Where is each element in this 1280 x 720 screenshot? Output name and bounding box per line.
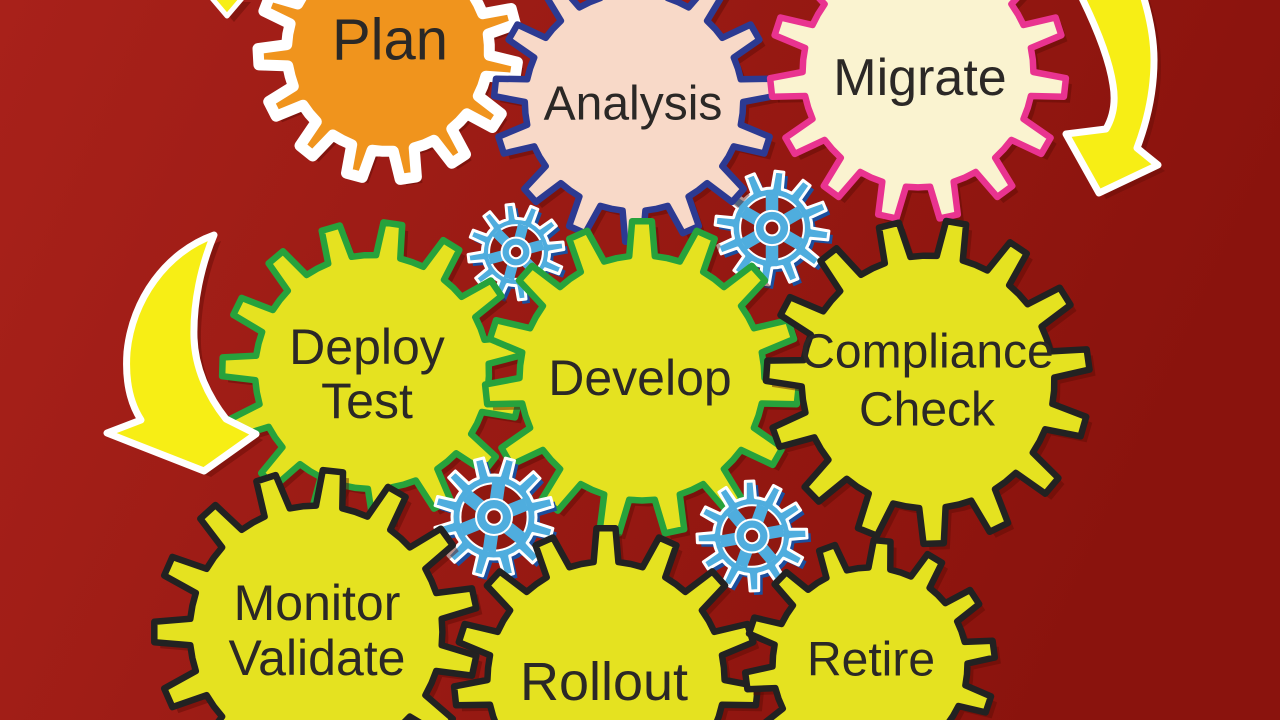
arrow-body [210, 0, 244, 19]
gear-label-analysis: Analysis [544, 78, 723, 131]
gear-label-compliance-check: Check [859, 384, 996, 437]
gear-label-monitor-validate: Validate [229, 630, 406, 686]
small-gear-hole [763, 219, 781, 237]
idler-gear-3 [433, 456, 558, 581]
gear-label-migrate: Migrate [833, 49, 1006, 107]
arrow-body [103, 231, 260, 475]
gear-label-retire: Retire [807, 634, 935, 687]
idler-gear-4 [695, 479, 811, 595]
arrow-body [1062, 0, 1162, 197]
gear-plan: Plan [252, 0, 524, 186]
gear-label-rollout: Rollout [520, 652, 688, 712]
right-curved-arrow [1062, 0, 1165, 199]
gear-body [151, 466, 480, 720]
gear-retire: Retire [741, 536, 1001, 720]
gear-body [218, 219, 525, 526]
gear-rollout: Rollout [450, 525, 764, 720]
gear-body [766, 0, 1070, 222]
gear-label-compliance-check: Compliance [800, 326, 1053, 379]
gear-body [481, 218, 803, 537]
small-gear-hole [508, 244, 524, 260]
gear-analysis: Analysis [490, 0, 780, 248]
gear-label-deploy-test: Test [321, 373, 413, 429]
top-arrow-tip [210, 0, 251, 22]
gear-label-develop: Develop [548, 350, 731, 406]
gear-body [762, 217, 1093, 548]
gear-develop: Develop [481, 218, 805, 540]
small-gears-back-layer [466, 169, 833, 304]
gear-body [450, 525, 762, 720]
gear-label-plan: Plan [332, 8, 448, 73]
small-gear-hole [743, 527, 761, 545]
gear-body [490, 0, 778, 245]
gear-body [741, 536, 999, 720]
gear-body [252, 0, 523, 185]
gear-migrate: Migrate [766, 0, 1072, 225]
small-gear-hole [485, 508, 503, 526]
arrows-layer [103, 0, 1165, 477]
idler-gear-2 [713, 169, 833, 289]
small-gears-front-layer [433, 456, 811, 595]
gear-label-monitor-validate: Monitor [234, 575, 401, 631]
left-curved-arrow [103, 231, 263, 477]
gear-label-deploy-test: Deploy [289, 319, 445, 375]
